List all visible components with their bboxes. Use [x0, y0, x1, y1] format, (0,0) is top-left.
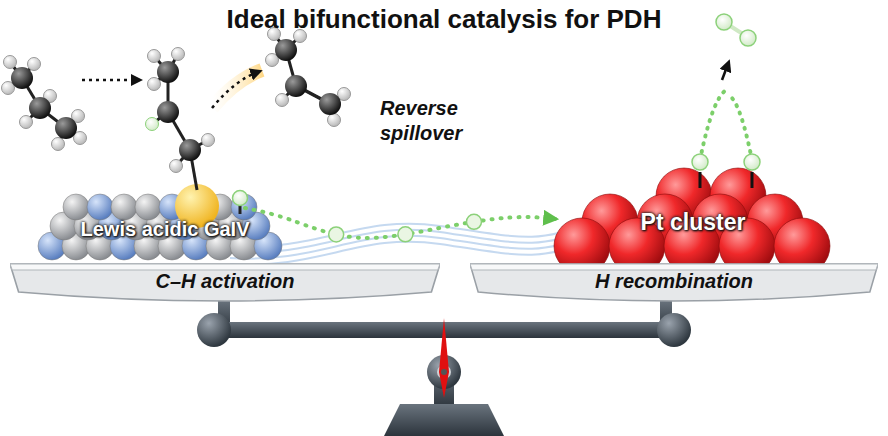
balance-scale [197, 300, 691, 436]
balance-pan: H recombination [470, 262, 878, 306]
h-recombination [692, 14, 760, 188]
balance-pan: C–H activation [10, 262, 440, 306]
catalyst-site: Lewis acidic GaIV [45, 196, 285, 262]
node-label: C–H activation [156, 270, 295, 293]
molecules [2, 28, 351, 215]
metal-cluster: Pt cluster [556, 172, 830, 272]
node-label: Lewis acidic GaIV [81, 218, 250, 241]
edge-label: Reverse spillover [380, 96, 490, 146]
hydrogen-atom [466, 214, 481, 229]
hydrogen-atom [329, 227, 344, 242]
node-label: Pt cluster [641, 209, 746, 236]
diagram-title: Ideal bifunctional catalysis for PDH [0, 4, 888, 35]
hydrogen-atom [398, 227, 413, 242]
spillover-ribbon [230, 222, 590, 265]
pt-spheres [554, 168, 830, 274]
node-label: H recombination [595, 270, 753, 293]
